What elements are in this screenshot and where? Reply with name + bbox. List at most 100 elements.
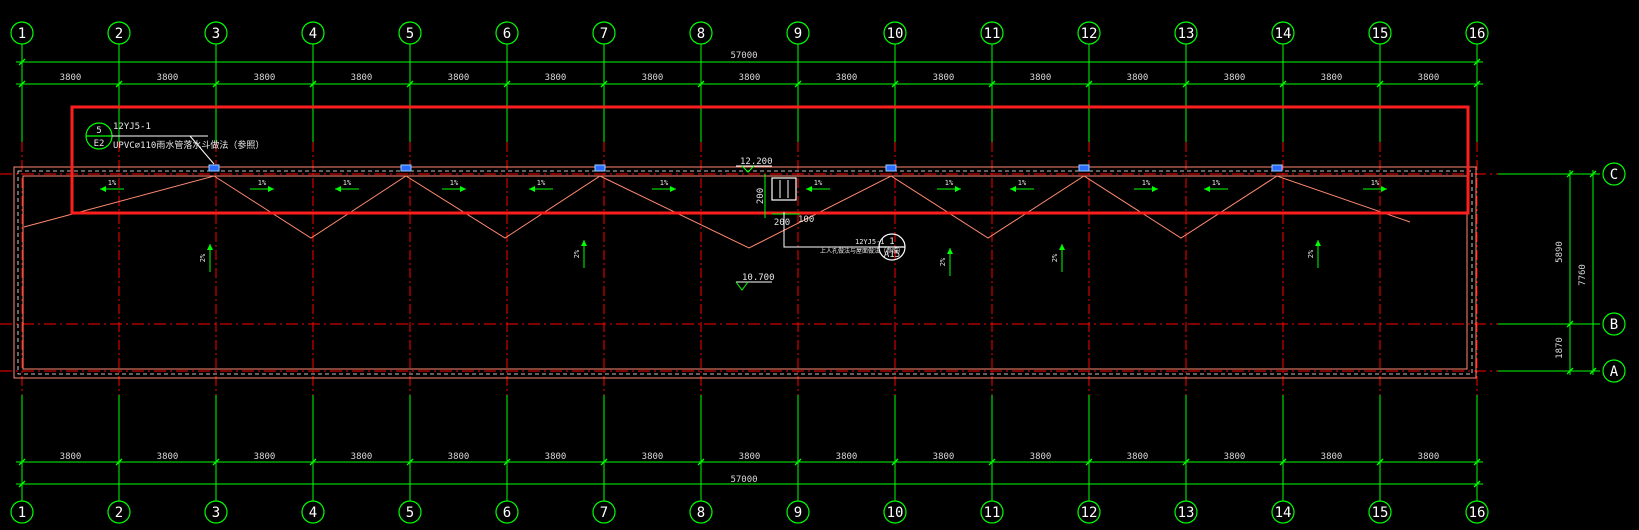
roof-drain-icon <box>1078 164 1090 172</box>
dim-tick <box>115 80 123 88</box>
grid-bubble-label-13: 13 <box>1178 26 1195 42</box>
grid-bubble-3 <box>204 21 228 45</box>
slope-arrow-head <box>268 186 274 192</box>
ridge-valley-line <box>23 175 1411 249</box>
grid-bubbles: 1122334455667788991010111112121313141415… <box>10 21 1626 524</box>
dim-right-c-b: 5890 <box>1555 241 1565 263</box>
dim-tick <box>794 458 802 466</box>
dim-tick <box>1473 480 1481 488</box>
slope-label-1: 1% <box>537 179 546 187</box>
bay-dim-top: 3800 <box>254 73 276 83</box>
grid-bubble-label-row-B: B <box>1610 317 1618 333</box>
dim-tick <box>1085 80 1093 88</box>
slope-arrow-head <box>1381 186 1387 192</box>
slope-label-1: 1% <box>1018 179 1027 187</box>
grid-bubble-15 <box>1368 500 1392 524</box>
bay-dim-bottom: 3800 <box>1321 452 1343 462</box>
grid-bubble-label-8: 8 <box>697 505 705 521</box>
bay-dim-top: 3800 <box>1127 73 1149 83</box>
detail-callout-hatch: 1 A15 12YJ5-1 上人孔做法与屋面做法（参照） <box>820 233 906 261</box>
dimension-lines <box>16 58 1597 488</box>
roof-drain-icon <box>594 164 606 172</box>
dim-tick <box>1473 458 1481 466</box>
grid-bubble-label-10: 10 <box>887 505 904 521</box>
bay-dim-top: 3800 <box>1418 73 1440 83</box>
slope-label-2: 2% <box>199 253 207 262</box>
grid-bubble-label-16: 16 <box>1469 26 1486 42</box>
dim-tick <box>600 80 608 88</box>
grid-bubble-label-3: 3 <box>212 505 220 521</box>
grid-bubble-label-6: 6 <box>503 505 511 521</box>
dim-tick <box>18 458 26 466</box>
grid-bubble-label-12: 12 <box>1081 26 1098 42</box>
dim-tick <box>1473 58 1481 66</box>
grid-bubble-2 <box>107 500 131 524</box>
dim-tick <box>1589 367 1597 375</box>
bay-dim-top: 3800 <box>157 73 179 83</box>
grid-bubble-label-12: 12 <box>1081 505 1098 521</box>
grid-bubble-label-2: 2 <box>115 26 123 42</box>
grid-bubble-label-7: 7 <box>600 505 608 521</box>
dim-tick <box>988 458 996 466</box>
callout-note: UPVC∅110雨水管落水斗做法（参照） <box>113 139 264 151</box>
grid-bubble-10 <box>883 21 907 45</box>
dim-tick <box>794 80 802 88</box>
dim-tick <box>1566 367 1574 375</box>
dim-tick <box>309 458 317 466</box>
grid-bubble-16 <box>1465 500 1489 524</box>
grid-bubble-label-16: 16 <box>1469 505 1486 521</box>
grid-bubble-1 <box>10 500 34 524</box>
hatch-dim-side: 100 <box>798 215 814 225</box>
dim-tick <box>1473 80 1481 88</box>
slope-arrow-head <box>806 186 812 192</box>
slope-label-2: 2% <box>1051 253 1059 262</box>
grid-bubble-label-11: 11 <box>984 26 1001 42</box>
parapet-inner <box>22 175 1468 370</box>
slope-arrow-head <box>1152 186 1158 192</box>
bay-dim-bottom: 3800 <box>933 452 955 462</box>
hatch-dim-horizontal: 200 <box>774 218 790 228</box>
slope-arrow-head <box>1059 244 1065 250</box>
dim-tick <box>406 80 414 88</box>
grid-bubble-label-1: 1 <box>18 505 26 521</box>
bay-dim-bottom: 3800 <box>1030 452 1052 462</box>
dim-right-total: 7760 <box>1578 264 1588 286</box>
dim-tick <box>1566 320 1574 328</box>
bay-dim-top: 3800 <box>1224 73 1246 83</box>
elevation-top: 12.200 <box>736 157 773 173</box>
slope-arrow-head <box>947 248 953 254</box>
grid-bubble-label-9: 9 <box>794 26 802 42</box>
grid-bubble-14 <box>1271 21 1295 45</box>
grid-bubble-13 <box>1174 500 1198 524</box>
grid-bubble-label-13: 13 <box>1178 505 1195 521</box>
dim-tick <box>1376 458 1384 466</box>
grid-bubble-label-row-A: A <box>1610 364 1619 380</box>
slope-arrow-head <box>207 244 213 250</box>
bay-dim-bottom: 3800 <box>254 452 276 462</box>
slope-arrows: 1%1%1%1%1%1%1%1%1%1%1%1%2%2%2%2%2% <box>100 179 1387 276</box>
dim-tick <box>891 80 899 88</box>
grid-bubble-label-row-C: C <box>1610 167 1618 183</box>
dim-tick <box>309 80 317 88</box>
parapet-dashed <box>17 170 1473 375</box>
grid-bubble-1 <box>10 21 34 45</box>
slope-label-1: 1% <box>258 179 267 187</box>
dim-tick <box>406 458 414 466</box>
dim-tick <box>1376 80 1384 88</box>
roof-drain-icon <box>400 164 412 172</box>
dim-tick <box>18 480 26 488</box>
slope-label-1: 1% <box>660 179 669 187</box>
bay-dimension-texts: 3800 3800 3800 3800 3800 3800 3800 3800 3800 3800… <box>60 73 1440 462</box>
dim-total-bottom: 57000 <box>730 475 757 485</box>
grid-bubble-11 <box>980 21 1004 45</box>
grid-bubble-14 <box>1271 500 1295 524</box>
grid-bubble-label-15: 15 <box>1372 26 1389 42</box>
grid-bubble-5 <box>398 500 422 524</box>
dim-tick <box>1182 80 1190 88</box>
parapet-outer <box>13 166 1477 379</box>
bay-dim-bottom: 3800 <box>351 452 373 462</box>
grid-bubble-label-2: 2 <box>115 505 123 521</box>
slope-label-2: 2% <box>939 257 947 266</box>
slope-arrow-head <box>335 186 341 192</box>
